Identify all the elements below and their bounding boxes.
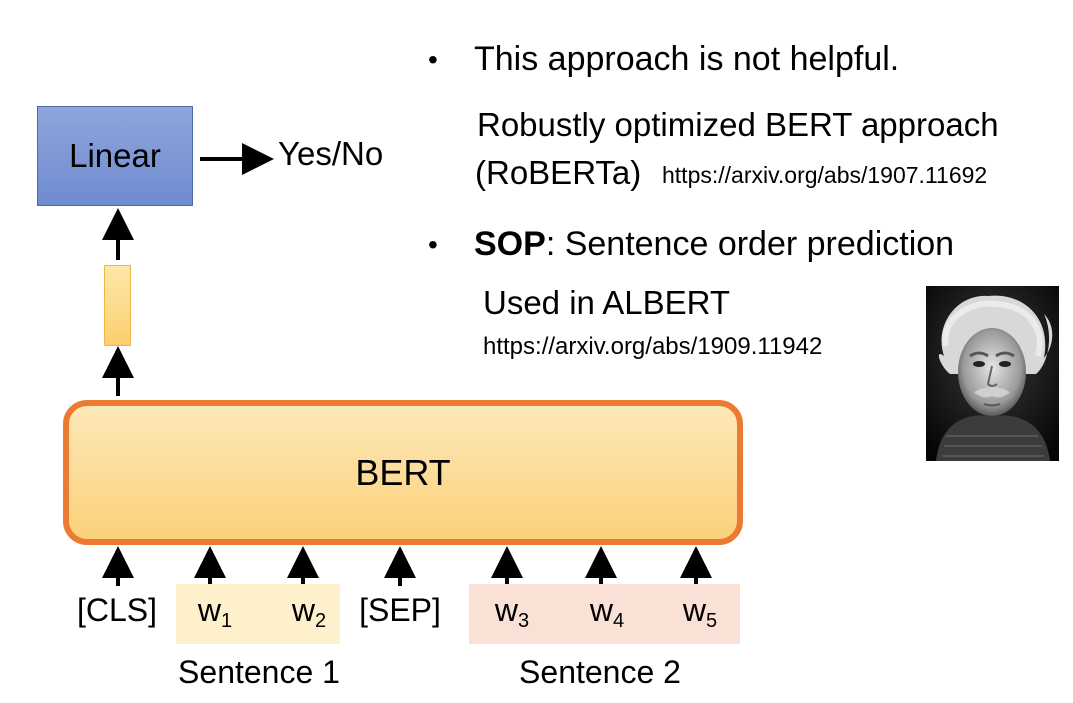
portrait-photo xyxy=(926,286,1059,461)
cls-output-vector xyxy=(104,265,131,346)
bullet-dot-2: • xyxy=(428,229,438,261)
output-label: Yes/No xyxy=(278,135,383,173)
token-w5: w5 xyxy=(640,592,760,633)
portrait-illustration xyxy=(926,286,1059,461)
albert-url[interactable]: https://arxiv.org/abs/1909.11942 xyxy=(483,333,822,361)
bert-box: BERT xyxy=(63,400,743,545)
note-bullet2: SOP: Sentence order prediction xyxy=(474,225,954,264)
token-sep: [SEP] xyxy=(340,592,460,629)
note-bullet1: This approach is not helpful. xyxy=(474,40,899,79)
roberta-url[interactable]: https://arxiv.org/abs/1907.11692 xyxy=(662,162,987,189)
linear-label: Linear xyxy=(69,137,161,175)
sop-bold: SOP xyxy=(474,225,546,263)
bullet-dot-1: • xyxy=(428,44,438,76)
bert-label: BERT xyxy=(355,452,450,494)
roberta-line1: Robustly optimized BERT approach xyxy=(477,106,999,144)
sentence2-label: Sentence 2 xyxy=(480,654,720,691)
linear-layer-box: Linear xyxy=(37,106,193,206)
sentence1-label: Sentence 1 xyxy=(139,654,379,691)
albert-line: Used in ALBERT xyxy=(483,284,730,322)
roberta-line2: (RoBERTa) xyxy=(475,154,641,192)
sop-rest: : Sentence order prediction xyxy=(546,225,954,263)
